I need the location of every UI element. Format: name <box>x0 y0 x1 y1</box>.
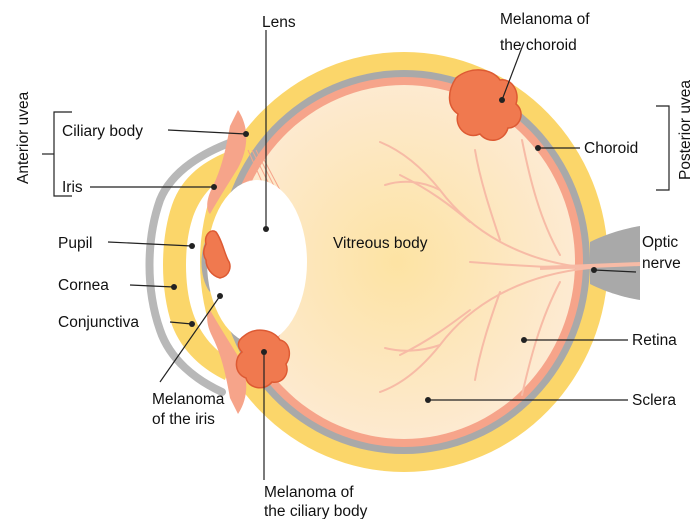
label-melanoma-choroid-2: the choroid <box>500 37 577 54</box>
label-optic-2: nerve <box>642 255 681 272</box>
label-choroid: Choroid <box>584 140 638 157</box>
label-retina: Retina <box>632 332 677 349</box>
label-conjunctiva: Conjunctiva <box>58 314 139 331</box>
label-sclera: Sclera <box>632 392 676 409</box>
label-optic-1: Optic <box>642 234 678 251</box>
label-lens: Lens <box>262 14 296 31</box>
label-ciliary-body: Ciliary body <box>62 123 143 140</box>
label-melanoma-choroid-1: Melanoma of <box>500 11 590 28</box>
label-melanoma-iris-1: Melanoma <box>152 391 225 408</box>
label-pupil: Pupil <box>58 235 92 252</box>
posterior-uvea-bracket <box>656 106 669 190</box>
label-anterior-uvea: Anterior uvea <box>15 91 32 184</box>
label-melanoma-ciliary-2: the ciliary body <box>264 503 368 519</box>
label-posterior-uvea: Posterior uvea <box>677 80 694 180</box>
label-cornea: Cornea <box>58 277 109 294</box>
label-iris: Iris <box>62 179 83 196</box>
label-melanoma-iris-2: of the iris <box>152 411 215 428</box>
label-melanoma-ciliary-1: Melanoma of <box>264 484 354 501</box>
label-vitreous-body: Vitreous body <box>333 235 428 252</box>
